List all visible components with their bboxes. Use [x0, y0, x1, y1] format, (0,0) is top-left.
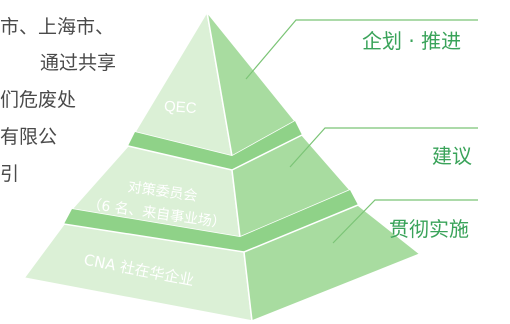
leader-line-top: [245, 19, 478, 80]
side-label-implement: 贯彻实施: [389, 217, 469, 241]
background-text-line: 市、上海市、: [0, 16, 115, 38]
side-label-plan-promote: 企划 · 推进: [362, 29, 462, 53]
leader-line-bottom: [332, 199, 478, 244]
pyramid-top-label: QEC: [164, 98, 198, 117]
background-text-block: 市、上海市、 通过共享 们危废处 有限公 引: [0, 0, 200, 260]
side-label-advise: 建议: [432, 144, 472, 168]
background-text-line: 有限公: [0, 126, 58, 148]
background-text-line: 通过共享: [40, 52, 117, 74]
pyramid-band-lower: [64, 190, 358, 252]
pyramid-band-upper: [128, 121, 302, 170]
background-text-line: 们危废处: [0, 89, 77, 111]
pyramid-bottom-right-face: [243, 204, 422, 323]
leader-line-middle: [289, 127, 478, 168]
background-text-line: 引: [0, 163, 20, 185]
